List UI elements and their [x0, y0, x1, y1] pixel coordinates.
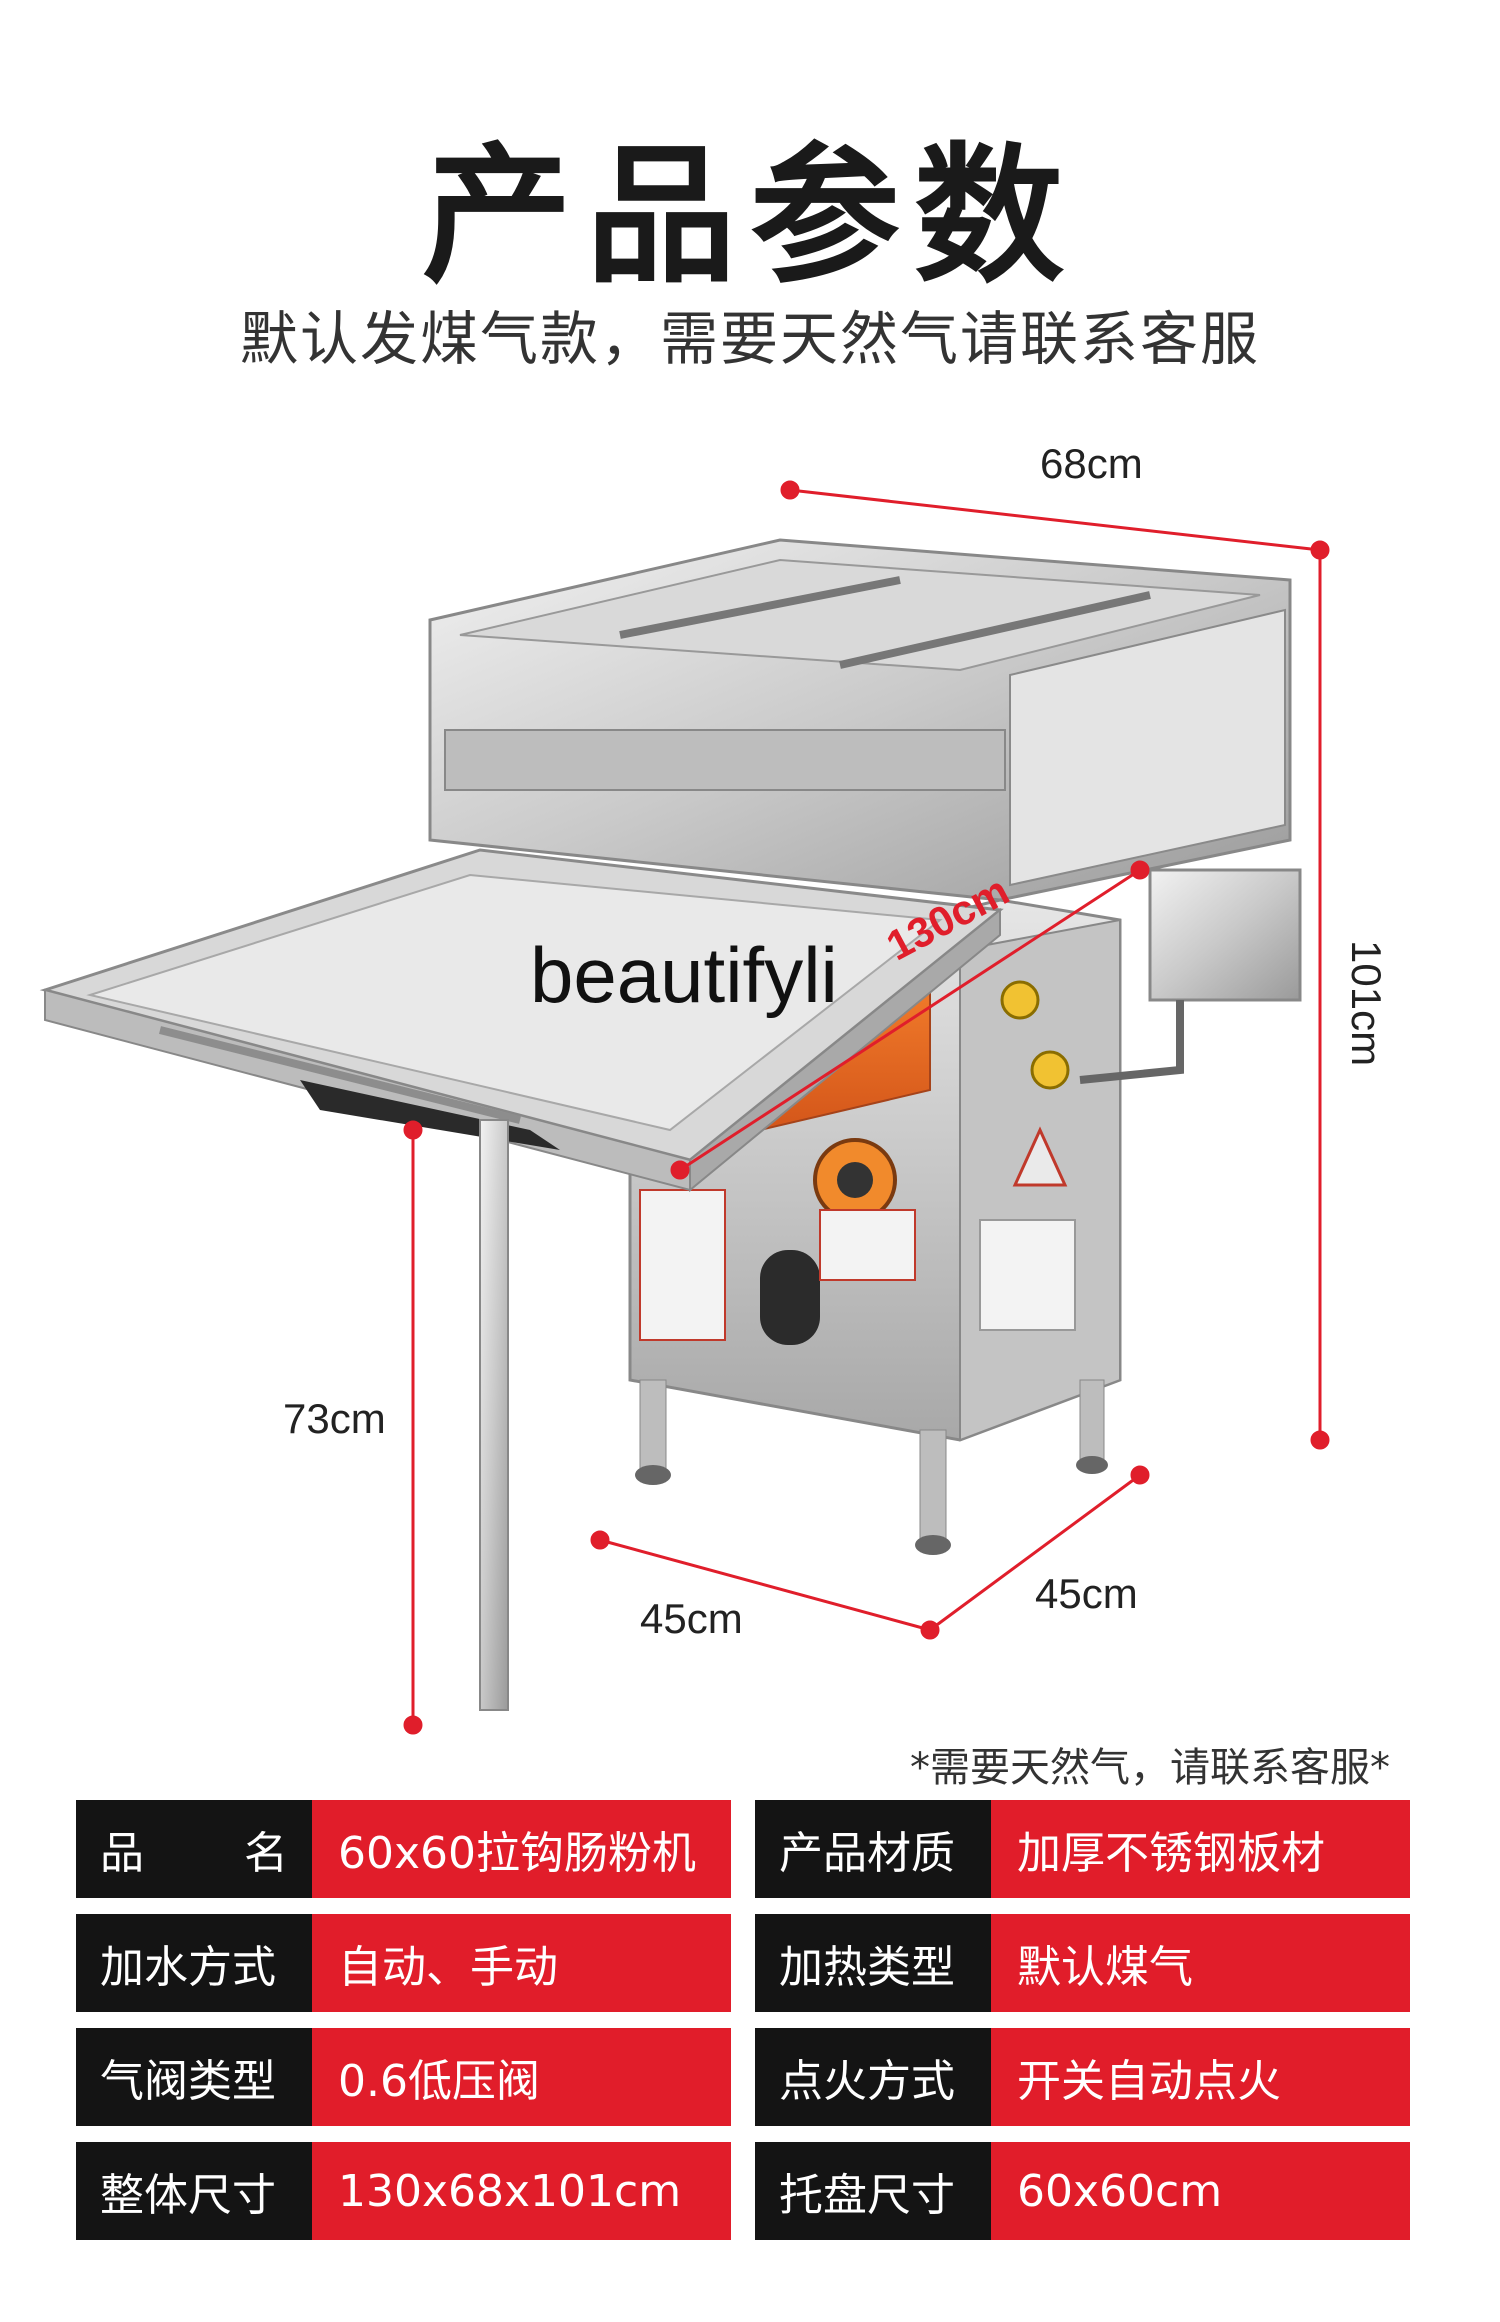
spec-key: 产品材质 — [755, 1800, 991, 1898]
spec-key: 托盘尺寸 — [755, 2142, 991, 2240]
dimension-depth-right-line — [929, 1465, 1150, 1632]
page-subtitle: 默认发煤气款，需要天然气请联系客服 — [239, 305, 1260, 373]
spec-value: 默认煤气 — [991, 1914, 1410, 2012]
page-title: 产品参数 — [421, 130, 1078, 304]
water-tank — [1148, 868, 1302, 1002]
spec-row: 加热类型 默认煤气 — [755, 1914, 1410, 2012]
spec-key: 气阀类型 — [76, 2028, 312, 2126]
spec-value: 60x60拉钩肠粉机 — [312, 1800, 731, 1898]
spec-key-part: 名 — [244, 1828, 288, 1879]
dimension-table-height-line — [403, 1120, 423, 1735]
height-dimension-label: 101cm — [1343, 940, 1390, 1067]
dimension-length-line — [670, 860, 1150, 1180]
spec-key: 加水方式 — [76, 1914, 312, 2012]
watermark-text: beautifyli — [530, 931, 838, 1019]
spec-key: 品 名 — [76, 1800, 312, 1898]
spec-row: 点火方式 开关自动点火 — [755, 2028, 1410, 2126]
spec-key: 加热类型 — [755, 1914, 991, 2012]
spec-key: 点火方式 — [755, 2028, 991, 2126]
spec-value: 开关自动点火 — [991, 2028, 1410, 2126]
spec-value: 加厚不锈钢板材 — [991, 1800, 1410, 1898]
width-dimension-label: 68cm — [1040, 440, 1143, 487]
spec-key: 整体尺寸 — [76, 2142, 312, 2240]
depth-right-dimension-label: 45cm — [1035, 1570, 1138, 1617]
top-open-area — [459, 558, 1261, 672]
steamer-machine-drawing — [39, 480, 1330, 1735]
spec-row: 整体尺寸 130x68x101cm — [76, 2142, 731, 2240]
spec-value: 60x60cm — [991, 2142, 1410, 2240]
spec-value: 自动、手动 — [312, 1914, 731, 2012]
product-illustration: 68cm 101cm 73cm 45cm 45cm — [0, 430, 1500, 1760]
spec-row: 气阀类型 0.6低压阀 — [76, 2028, 731, 2126]
gas-note: *需要天然气，请联系客服* — [910, 1745, 1390, 1791]
spec-row: 产品材质 加厚不锈钢板材 — [755, 1800, 1410, 1898]
spec-row: 托盘尺寸 60x60cm — [755, 2142, 1410, 2240]
dimension-height-line — [1310, 550, 1330, 1450]
table-height-dimension-label: 73cm — [283, 1395, 386, 1442]
spec-key-part: 品 — [100, 1828, 144, 1879]
spec-row: 加水方式 自动、手动 — [76, 1914, 731, 2012]
spec-value: 130x68x101cm — [312, 2142, 731, 2240]
depth-left-dimension-label: 45cm — [640, 1595, 743, 1642]
spec-row: 品 名 60x60拉钩肠粉机 — [76, 1800, 731, 1898]
spec-table: 品 名 60x60拉钩肠粉机 产品材质 加厚不锈钢板材 加水方式 自动、手动 加… — [76, 1800, 1410, 2240]
spec-value: 0.6低压阀 — [312, 2028, 731, 2126]
